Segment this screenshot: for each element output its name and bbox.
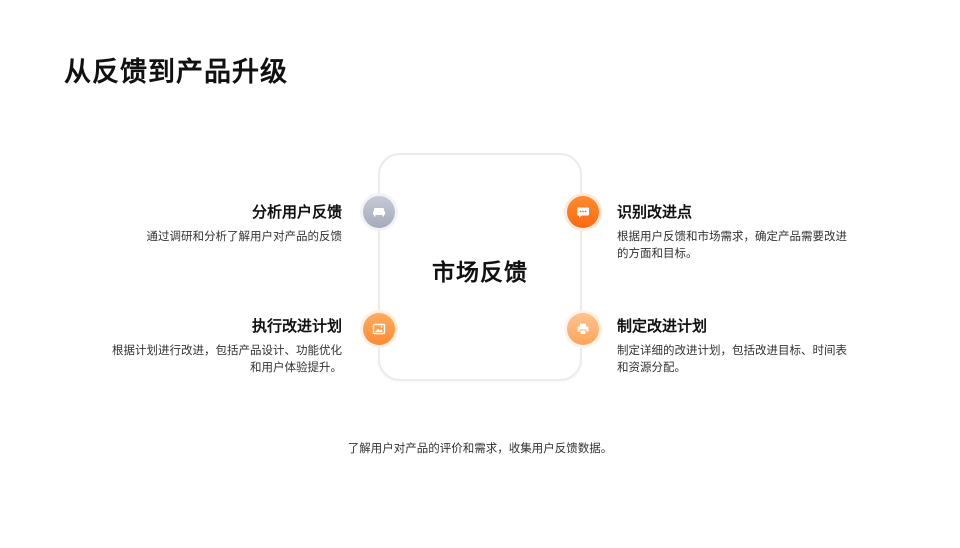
node-title: 分析用户反馈 <box>251 203 342 221</box>
sofa-icon <box>363 196 395 228</box>
node-desc: 通过调研和分析了解用户对产品的反馈 <box>146 229 343 243</box>
center-title: 市场反馈 <box>432 260 528 286</box>
chat-bubble-icon <box>567 196 599 228</box>
node-identify-points: 识别改进点 根据用户反馈和市场需求，确定产品需要改进的方面和目标。 <box>617 202 857 262</box>
node-desc: 根据计划进行改进，包括产品设计、功能优化和用户体验提升。 <box>112 343 342 374</box>
node-title: 制定改进计划 <box>617 317 708 335</box>
node-desc: 根据用户反馈和市场需求，确定产品需要改进的方面和目标。 <box>617 229 847 260</box>
footer-caption: 了解用户对产品的评价和需求，收集用户反馈数据。 <box>347 441 613 455</box>
node-analyze-feedback: 分析用户反馈 通过调研和分析了解用户对产品的反馈 <box>102 202 343 245</box>
node-make-plan: 制定改进计划 制定详细的改进计划，包括改进目标、时间表和资源分配。 <box>617 316 857 376</box>
image-icon <box>363 313 395 345</box>
node-execute-plan: 执行改进计划 根据计划进行改进，包括产品设计、功能优化和用户体验提升。 <box>102 316 342 376</box>
page-title: 从反馈到产品升级 <box>64 57 288 88</box>
node-title: 执行改进计划 <box>251 317 342 335</box>
printer-icon <box>567 313 599 345</box>
node-title: 识别改进点 <box>617 203 693 221</box>
center-card <box>378 153 582 381</box>
node-desc: 制定详细的改进计划，包括改进目标、时间表和资源分配。 <box>617 343 847 374</box>
